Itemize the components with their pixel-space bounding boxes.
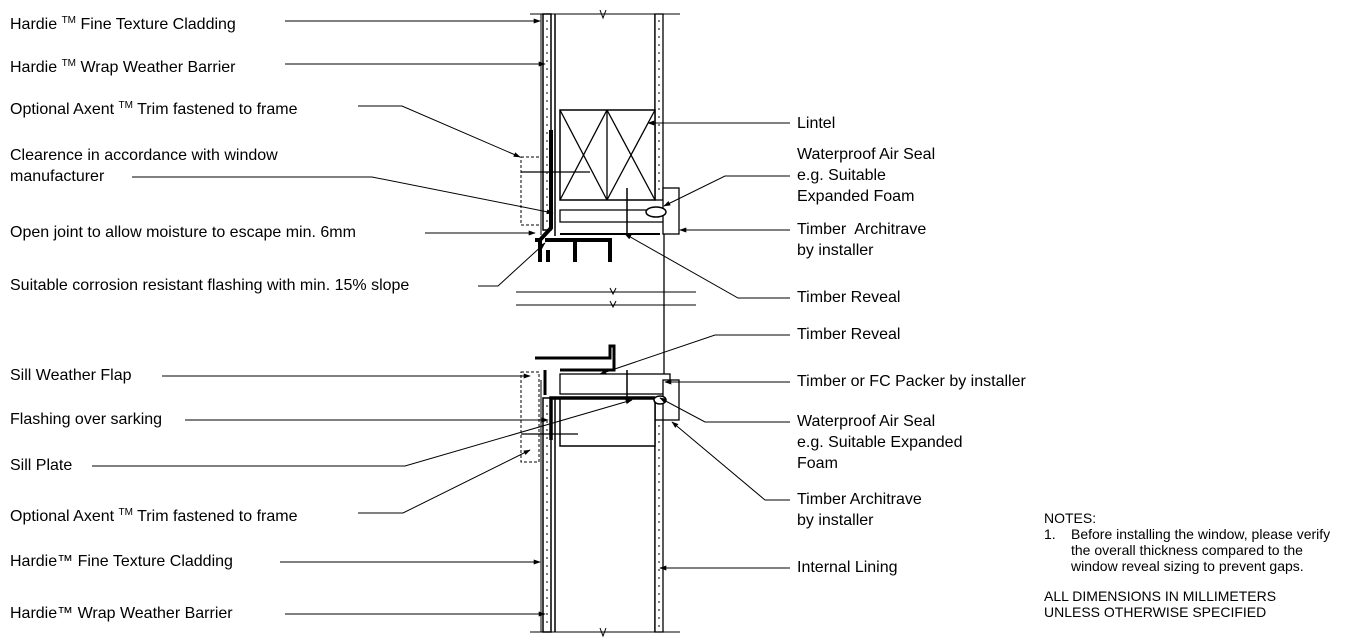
- label-architrave-bottom: Timber Architrave by installer: [797, 491, 922, 529]
- leader-lines-left: [92, 18, 633, 617]
- notes-footer: UNLESS OTHERWISE SPECIFIED: [1044, 604, 1267, 620]
- notes-item-line: window reveal sizing to prevent gaps.: [1071, 558, 1304, 574]
- label-flashing-over-sarking: Flashing over sarking: [10, 411, 163, 428]
- label-reveal-top: Timber Reveal: [797, 289, 901, 306]
- notes-heading: NOTES:: [1044, 510, 1097, 526]
- head-section: [516, 9, 696, 309]
- notes-block: NOTES: 1. Before installing the window, …: [1044, 510, 1330, 620]
- label-lintel: Lintel: [797, 115, 836, 132]
- label-axent-trim-top: Optional Axent TM Trim fastened to frame: [10, 100, 298, 118]
- label-sill-weather-flap: Sill Weather Flap: [10, 367, 132, 384]
- label-packer: Timber or FC Packer by installer: [797, 373, 1026, 390]
- label-clearance: Clearence in accordance with window manu…: [10, 147, 278, 185]
- leader-lines-right: [599, 120, 790, 571]
- label-reveal-bottom: Timber Reveal: [797, 326, 901, 343]
- label-sill-plate: Sill Plate: [10, 457, 73, 474]
- label-air-seal-top: Waterproof Air Seal e.g. Suitable Expand…: [797, 146, 936, 205]
- notes-item-number: 1.: [1044, 526, 1056, 542]
- label-axent-trim-bottom: Optional Axent TM Trim fastened to frame: [10, 507, 298, 525]
- label-hardie-wrap-bottom: Hardie™ Wrap Weather Barrier: [10, 605, 233, 622]
- label-hardie-wrap-top: Hardie TM Wrap Weather Barrier: [10, 58, 236, 76]
- notes-footer: ALL DIMENSIONS IN MILLIMETERS: [1044, 588, 1277, 604]
- notes-item-line: Before installing the window, please ver…: [1071, 526, 1331, 542]
- label-open-joint: Open joint to allow moisture to escape m…: [10, 224, 356, 241]
- notes-item: 1. Before installing the window, please …: [1044, 526, 1330, 574]
- label-internal-lining: Internal Lining: [797, 559, 898, 576]
- label-architrave-top: Timber Architrave by installer: [797, 221, 927, 259]
- label-air-seal-bottom: Waterproof Air Seal e.g. Suitable Expand…: [797, 413, 963, 472]
- label-hardie-cladding-bottom: Hardie™ Fine Texture Cladding: [10, 553, 233, 570]
- label-hardie-cladding-top: Hardie TM Fine Texture Cladding: [10, 15, 236, 33]
- sill-section: [520, 344, 680, 638]
- label-flashing-slope: Suitable corrosion resistant flashing wi…: [10, 277, 410, 294]
- notes-item-line: the overall thickness compared to the: [1071, 542, 1303, 558]
